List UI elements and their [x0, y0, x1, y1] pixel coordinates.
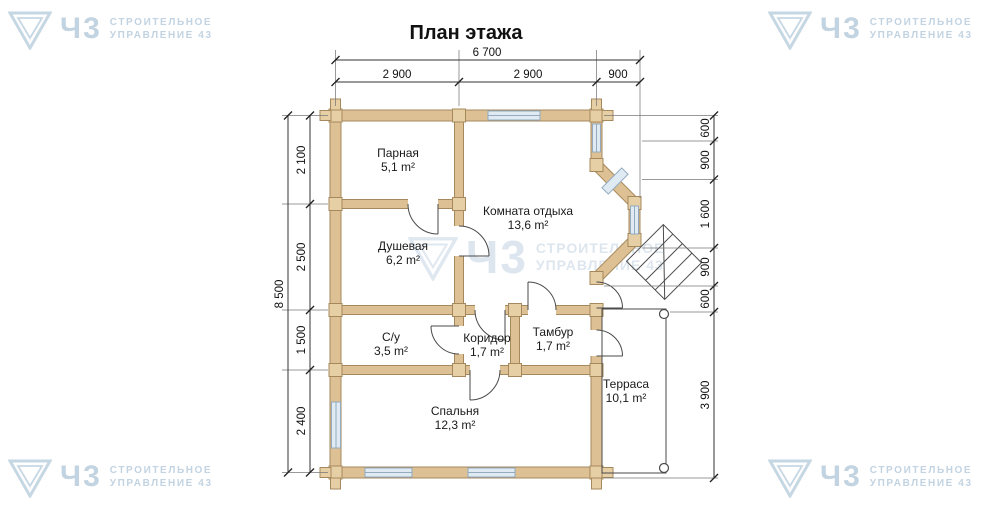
company-name-line2: УПРАВЛЕНИЕ 43: [109, 478, 213, 489]
page-title: План этажа: [409, 22, 523, 44]
room-label-terrace: Терраса 10,1 m²: [576, 377, 676, 405]
dim-right-segment: 3 900: [700, 381, 712, 410]
terrace-outline: [601, 308, 670, 474]
dim-top-segment: 2 900: [514, 69, 543, 81]
room-area: 3,5 m²: [373, 344, 408, 358]
company-logo-triangle-icon: [8, 11, 52, 50]
window-icon: [601, 167, 629, 195]
window-icon: [592, 123, 601, 153]
dim-right-segment: 600: [700, 118, 712, 137]
company-logo-triangle-icon: [768, 459, 812, 498]
terrace-post-icon: [658, 462, 670, 474]
company-logo-triangle-icon: [768, 11, 812, 50]
terrace-post-icon: [658, 308, 670, 320]
window-icon: [467, 467, 516, 478]
company-name-line1: СТРОИТЕЛЬНОЕ: [109, 17, 213, 28]
company-name: СТРОИТЕЛЬНОЕ УПРАВЛЕНИЕ 43: [110, 16, 213, 42]
room-label-rest-room: Комната отдыха 13,6 m²: [458, 204, 598, 232]
room-area: 1,7 m²: [469, 345, 504, 359]
room-name: Душевая: [377, 239, 429, 253]
room-label-bathroom: С/у 3,5 m²: [341, 330, 441, 358]
watermark-center: Ч3 СТРОИТЕЛЬНОЕ УПРАВЛЕНИЕ 43: [408, 230, 664, 284]
dimensions-right: 600 900 1 600 900 600 3 900: [604, 111, 719, 483]
watermark-top-right: Ч3 СТРОИТЕЛЬНОЕ УПРАВЛЕНИЕ 43: [768, 8, 973, 50]
company-name-line1: СТРОИТЕЛЬНОЕ: [109, 465, 213, 476]
company-name: СТРОИТЕЛЬНОЕ УПРАВЛЕНИЕ 43: [110, 464, 213, 490]
dim-right-segment: 1 600: [700, 200, 712, 229]
watermark-bottom-right: Ч3 СТРОИТЕЛЬНОЕ УПРАВЛЕНИЕ 43: [768, 456, 973, 498]
room-label-shower: Душевая 6,2 m²: [353, 239, 453, 267]
company-name-line2: УПРАВЛЕНИЕ 43: [535, 257, 664, 273]
company-name-line1: СТРОИТЕЛЬНОЕ: [869, 465, 973, 476]
room-name: Терраса: [602, 377, 650, 391]
dim-right-segment: 900: [700, 150, 712, 169]
room-name: Парная: [377, 146, 419, 160]
company-logo-triangle-icon: [408, 237, 458, 281]
watermark-bottom-left: Ч3 СТРОИТЕЛЬНОЕ УПРАВЛЕНИЕ 43: [8, 456, 213, 498]
dim-left-total: 8 500: [274, 280, 286, 309]
room-name: Тамбур: [532, 325, 574, 339]
company-name: СТРОИТЕЛЬНОЕ УПРАВЛЕНИЕ 43: [870, 16, 973, 42]
exterior-door-openings: [590, 282, 603, 356]
watermark-top-left: Ч3 СТРОИТЕЛЬНОЕ УПРАВЛЕНИЕ 43: [8, 8, 213, 50]
window-icon: [331, 401, 341, 449]
window-icon: [630, 205, 639, 235]
dim-left-segment: 2 100: [296, 146, 308, 175]
room-label-vestibule: Тамбур 1,7 m²: [513, 325, 593, 353]
room-area: 12,3 m²: [434, 418, 476, 432]
company-logo-text: Ч3: [820, 12, 862, 45]
dimensions-left: 8 500 2 100 2 500 1 500 2 400: [274, 111, 328, 477]
company-logo-text: Ч3: [466, 231, 528, 283]
room-name: Спальня: [430, 404, 480, 418]
window-icon: [487, 110, 541, 121]
company-name-line1: СТРОИТЕЛЬНОЕ: [869, 17, 973, 28]
entrance-stairs-icon: [625, 223, 703, 301]
dimensions-top: 6 700 2 900 2 900 900: [331, 47, 645, 198]
room-area: 6,2 m²: [385, 253, 420, 267]
dim-top-segment: 2 900: [383, 69, 412, 81]
room-label-sauna: Парная 5,1 m²: [348, 146, 448, 174]
room-area: 10,1 m²: [605, 391, 647, 405]
company-logo-text: Ч3: [60, 460, 102, 493]
company-name-line2: УПРАВЛЕНИЕ 43: [869, 478, 973, 489]
door-swings-group: [407, 203, 623, 401]
dim-right-segment: 600: [700, 289, 712, 308]
windows-group: [331, 110, 639, 478]
company-name-line2: УПРАВЛЕНИЕ 43: [869, 30, 973, 41]
room-name: С/у: [382, 330, 400, 344]
room-area: 13,6 m²: [507, 218, 549, 232]
company-logo-text: Ч3: [60, 12, 102, 45]
dim-right-segment: 900: [700, 257, 712, 276]
window-icon: [364, 467, 413, 478]
dim-top-total: 6 700: [473, 47, 502, 59]
dim-left-segment: 1 500: [296, 326, 308, 355]
room-area: 5,1 m²: [380, 160, 415, 174]
dim-top-segment: 900: [608, 69, 627, 81]
room-label-corridor: Коридор 1,7 m²: [447, 331, 527, 359]
room-name: Коридор: [463, 331, 511, 345]
company-logo-triangle-icon: [8, 459, 52, 498]
company-name-line2: УПРАВЛЕНИЕ 43: [109, 30, 213, 41]
company-logo-text: Ч3: [820, 460, 862, 493]
room-area: 1,7 m²: [535, 339, 570, 353]
company-name: СТРОИТЕЛЬНОЕ УПРАВЛЕНИЕ 43: [870, 464, 973, 490]
room-name: Комната отдыха: [483, 204, 573, 218]
dim-left-segment: 2 400: [296, 407, 308, 436]
dim-left-segment: 2 500: [296, 243, 308, 272]
room-label-bedroom: Спальня 12,3 m²: [405, 404, 505, 432]
